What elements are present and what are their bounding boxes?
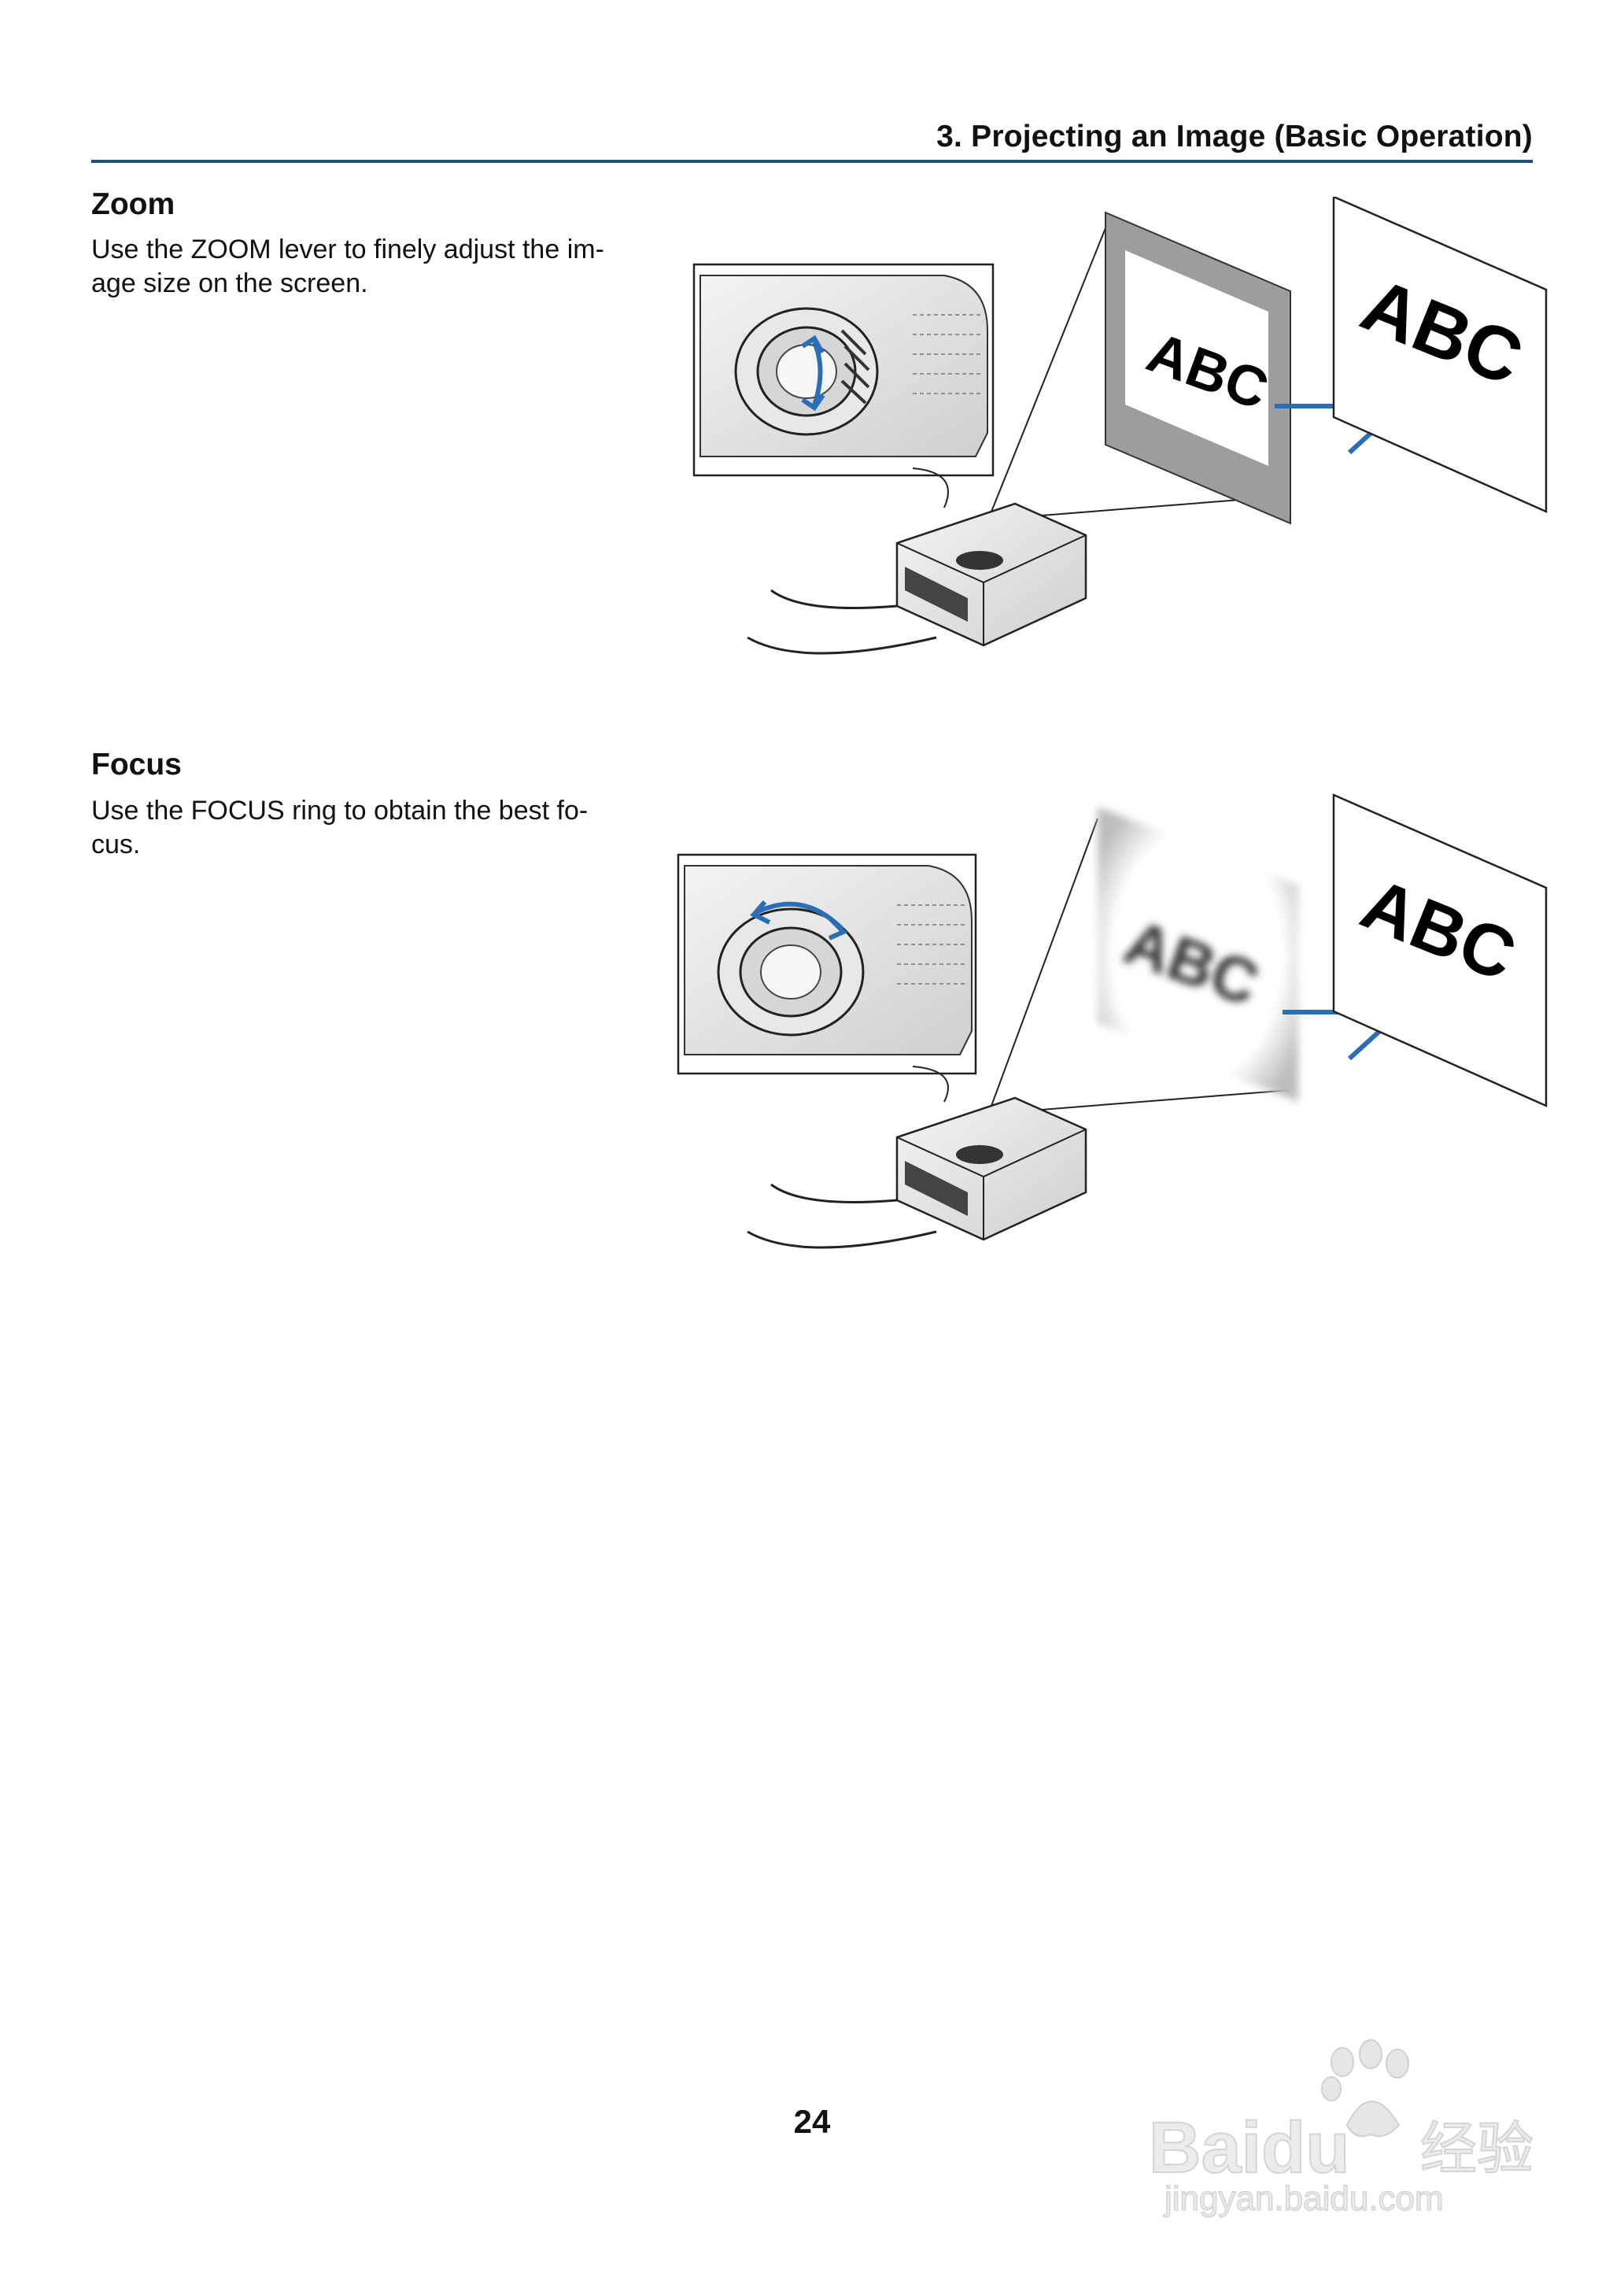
zoom-figure: ABC ABC xyxy=(692,197,1548,655)
focus-figure: ABC ABC xyxy=(677,793,1548,1249)
zoom-screen-before: ABC xyxy=(1105,211,1291,525)
zoom-lens-inset xyxy=(692,263,995,477)
page-number: 24 xyxy=(793,2103,831,2140)
watermark-product: 经验 xyxy=(1420,2116,1534,2182)
chapter-header: 3. Projecting an Image (Basic Operation) xyxy=(936,120,1533,153)
watermark-brand: Bai xyxy=(1149,2108,1261,2188)
zoom-projector xyxy=(747,502,1087,655)
focus-screen-before: ABC xyxy=(1098,807,1298,1102)
zoom-screen-after: ABC xyxy=(1332,197,1548,513)
zoom-heading: Zoom xyxy=(91,187,175,221)
focus-projector xyxy=(747,1096,1087,1249)
zoom-description-line: age size on the screen. xyxy=(91,268,368,298)
zoom-description-line: Use the ZOOM lever to finely adjust the … xyxy=(91,235,604,264)
zoom-description: Use the ZOOM lever to finely adjust the … xyxy=(91,233,658,301)
focus-description-line: cus. xyxy=(91,830,141,859)
focus-heading: Focus xyxy=(91,748,182,782)
watermark-brand-suffix: du xyxy=(1261,2108,1349,2188)
zoom-rotation-arrow-icon xyxy=(812,341,823,406)
focus-screen-after: ABC xyxy=(1332,793,1548,1107)
svg-text:Baidu: Baidu xyxy=(1149,2108,1350,2188)
focus-lens-inset xyxy=(677,853,977,1075)
header-rule xyxy=(91,160,1533,163)
baidu-paw-icon xyxy=(1321,2039,1409,2138)
baidu-watermark: Baidu 经验 jingyan.baidu.com xyxy=(1149,2039,1534,2219)
focus-description-line: Use the FOCUS ring to obtain the best fo… xyxy=(91,796,589,826)
watermark-url: jingyan.baidu.com xyxy=(1163,2179,1444,2218)
focus-description: Use the FOCUS ring to obtain the best fo… xyxy=(91,794,658,862)
